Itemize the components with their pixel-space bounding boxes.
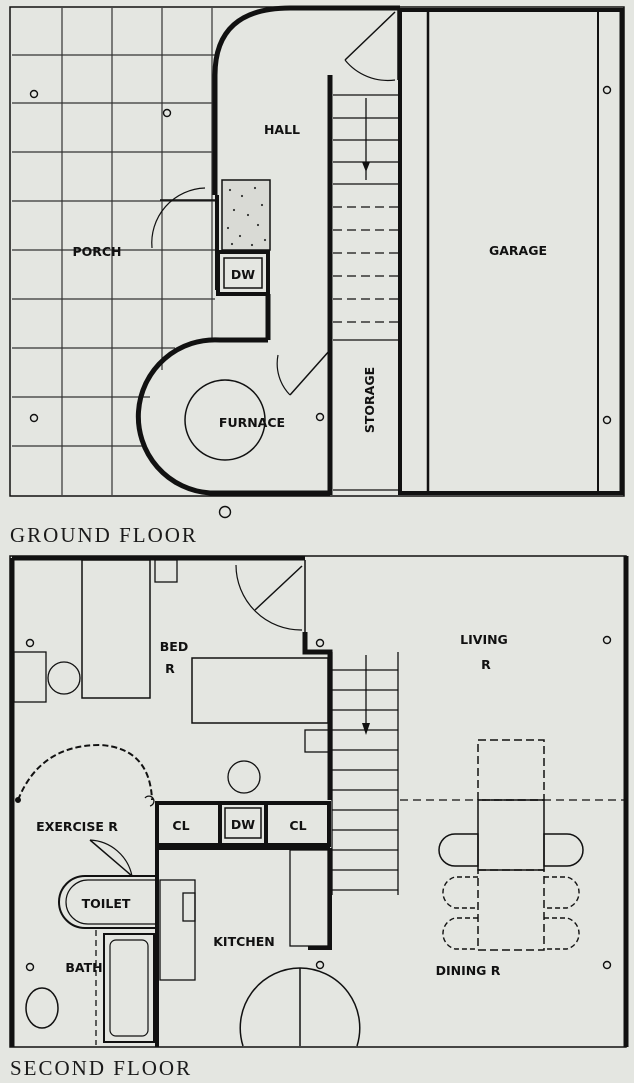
label-kitchen: KITCHEN: [213, 934, 275, 949]
ground-column-marks: [29, 85, 612, 519]
planter-dots: [226, 186, 267, 247]
label-garage: GARAGE: [489, 243, 547, 258]
label-toilet: TOILET: [82, 896, 131, 911]
label-living-r: R: [481, 657, 491, 672]
planter-box: [221, 179, 271, 251]
label-cl-left: CL: [172, 818, 189, 833]
label-living: LIVING: [460, 632, 508, 647]
furnace-unit: [184, 379, 266, 461]
furnace-room-wall: [135, 337, 330, 496]
label-second-dw: DW: [231, 817, 255, 832]
dining-table: [477, 799, 545, 871]
ground-dw-box: [216, 250, 270, 296]
label-cl-right: CL: [289, 818, 306, 833]
bed-furniture: [81, 559, 151, 699]
label-bath: BATH: [65, 960, 102, 975]
label-exercise: EXERCISE R: [36, 819, 118, 834]
second-column-marks: [25, 635, 612, 972]
label-storage: STORAGE: [362, 367, 377, 433]
ground-floor-title: GROUND FLOOR: [10, 523, 198, 547]
second-floor-plan: [9, 555, 629, 1048]
ground-stair-arrow: [362, 162, 370, 172]
label-ground-dw: DW: [231, 267, 255, 282]
label-hall: HALL: [264, 122, 300, 137]
exercise-dashed-arc: [17, 743, 153, 801]
ground-stair: [333, 94, 398, 323]
second-stair: [331, 652, 399, 895]
ground-room-labels: HALL PORCH DW GARAGE FURNACE STORAGE: [72, 122, 547, 433]
second-room-labels: BED R LIVING R EXERCISE R CL DW CL TOILE…: [36, 632, 508, 978]
label-bed: BED: [160, 639, 188, 654]
ground-floor-plan: [9, 5, 625, 519]
label-bed-r: R: [165, 661, 175, 676]
porch-tile-grid: [12, 8, 215, 495]
label-porch: PORCH: [72, 244, 121, 259]
label-furnace: FURNACE: [219, 415, 285, 430]
hall-curved-wall: [212, 5, 400, 195]
second-floor-title: SECOND FLOOR: [10, 1056, 193, 1080]
label-dining: DINING R: [436, 963, 501, 978]
